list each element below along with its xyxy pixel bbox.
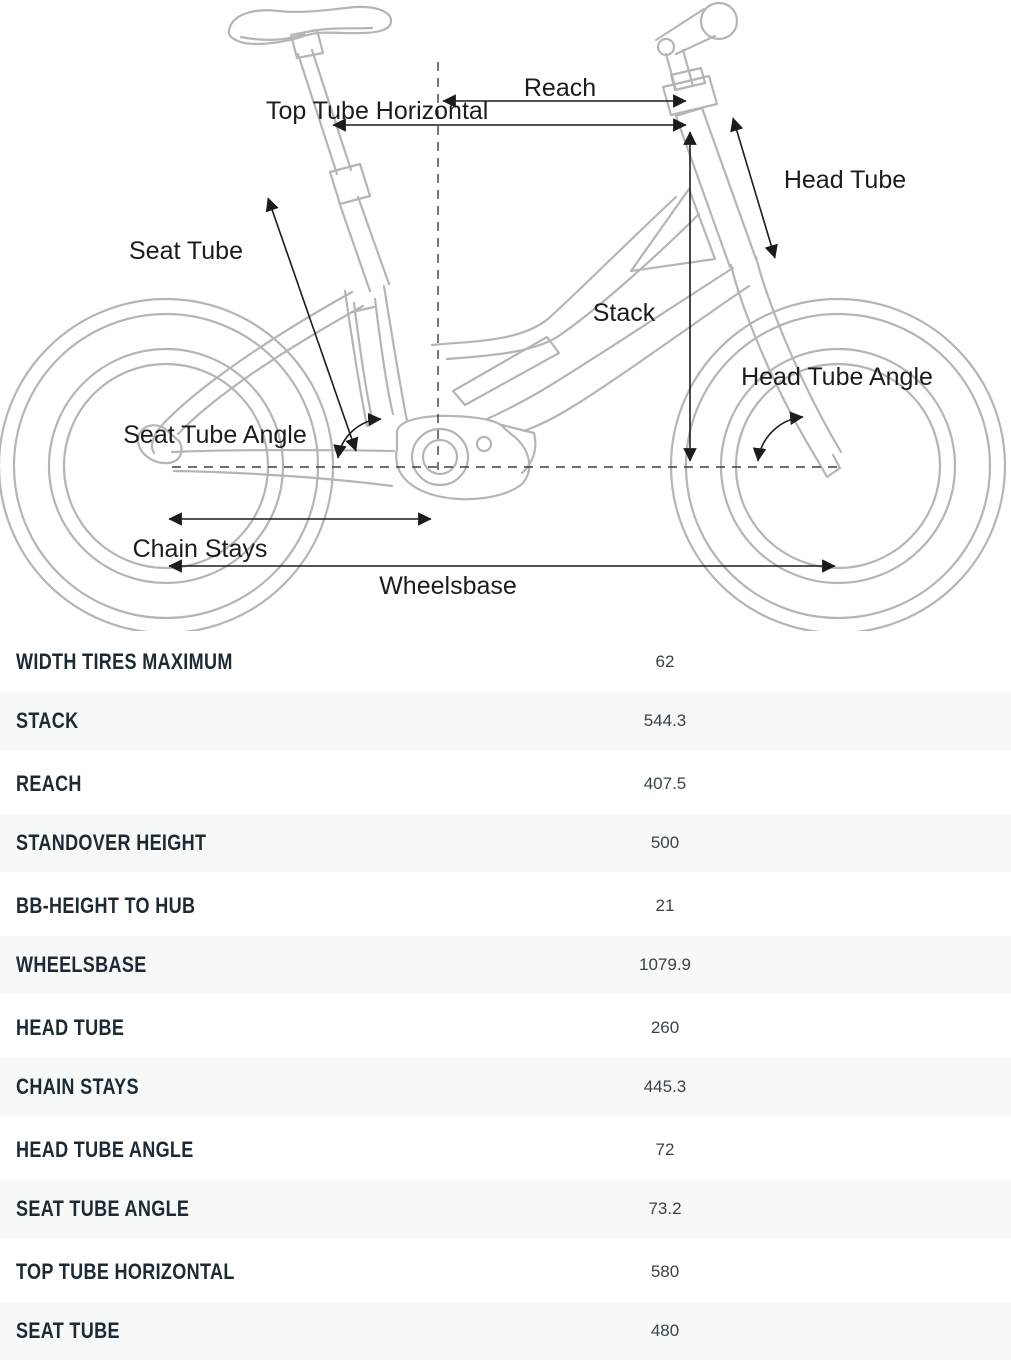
row-value: 73.2 (648, 1199, 682, 1218)
stem-and-handlebar (654, 1, 739, 117)
label-stack: Stack (593, 299, 656, 327)
head-tube-angle-arc (752, 411, 804, 462)
table-row: HEAD TUBE 260 (0, 997, 1011, 1058)
row-value: 500 (650, 833, 680, 852)
table-row: WIDTH TIRES MAXIMUM 62 (0, 631, 1011, 692)
row-label: SEAT TUBE (16, 1318, 120, 1343)
table-row: TOP TUBE HORIZONTAL 580 (0, 1241, 1011, 1302)
row-label: BB-HEIGHT TO HUB (16, 892, 196, 918)
row-value: 62 (655, 651, 675, 671)
label-seat-tube-angle: Seat Tube Angle (123, 421, 306, 449)
row-value: 407.5 (643, 773, 687, 793)
bike-geometry-diagram: Reach Top Tube Horizontal Head Tube Seat… (0, 1, 1007, 631)
label-seat-tube: Seat Tube (129, 237, 243, 265)
row-value: 1079.9 (639, 955, 691, 974)
row-value: 445.3 (643, 1077, 687, 1096)
label-head-tube-angle: Head Tube Angle (741, 363, 933, 391)
row-label: HEAD TUBE ANGLE (16, 1136, 194, 1162)
head-tube-tube (674, 106, 758, 269)
row-label: WHEELSBASE (16, 952, 147, 977)
table-row: REACH 407.5 (0, 753, 1011, 814)
table-row: WHEELSBASE 1079.9 (0, 936, 1011, 997)
row-label: HEAD TUBE (16, 1014, 125, 1040)
table-row: SEAT TUBE 480 (0, 1302, 1011, 1363)
seat-tube-angle-arc (333, 412, 382, 459)
head-tube-arrow (730, 117, 778, 259)
top-tube (430, 195, 701, 361)
motor-housing (395, 414, 537, 501)
saddle (227, 5, 393, 60)
table-row: CHAIN STAYS 445.3 (0, 1058, 1011, 1119)
down-tube (451, 266, 751, 433)
rear-wheel (0, 297, 335, 631)
row-label: SEAT TUBE ANGLE (16, 1196, 190, 1221)
label-top-tube-horizontal: Top Tube Horizontal (266, 97, 488, 125)
row-value: 544.3 (643, 711, 687, 730)
table-row: SEAT TUBE ANGLE 73.2 (0, 1180, 1011, 1241)
row-value: 72 (655, 1139, 675, 1159)
row-value: 21 (655, 895, 675, 915)
seat-tube-arrow (265, 197, 359, 452)
table-row: BB-HEIGHT TO HUB 21 (0, 875, 1011, 936)
row-label: CHAIN STAYS (16, 1074, 139, 1099)
row-value: 260 (650, 1017, 680, 1037)
label-reach: Reach (524, 74, 596, 102)
label-wheelsbase: Wheelsbase (379, 572, 517, 600)
row-value: 580 (650, 1261, 680, 1281)
frame-truss-window (629, 187, 717, 273)
row-value: 480 (650, 1321, 680, 1340)
front-wheel (669, 297, 1007, 631)
geometry-table: WIDTH TIRES MAXIMUM 62 STACK 544.3 REACH… (0, 631, 1011, 1363)
row-label: STANDOVER HEIGHT (16, 830, 207, 855)
row-label: STACK (16, 708, 79, 733)
table-row: STACK 544.3 (0, 692, 1011, 753)
table-row: STANDOVER HEIGHT 500 (0, 814, 1011, 875)
label-chain-stays: Chain Stays (133, 535, 268, 563)
handlebar-grip (699, 1, 739, 41)
row-label: REACH (16, 770, 82, 796)
row-label: TOP TUBE HORIZONTAL (16, 1258, 235, 1284)
label-head-tube: Head Tube (784, 166, 906, 194)
table-row: HEAD TUBE ANGLE 72 (0, 1119, 1011, 1180)
row-label: WIDTH TIRES MAXIMUM (16, 648, 233, 674)
